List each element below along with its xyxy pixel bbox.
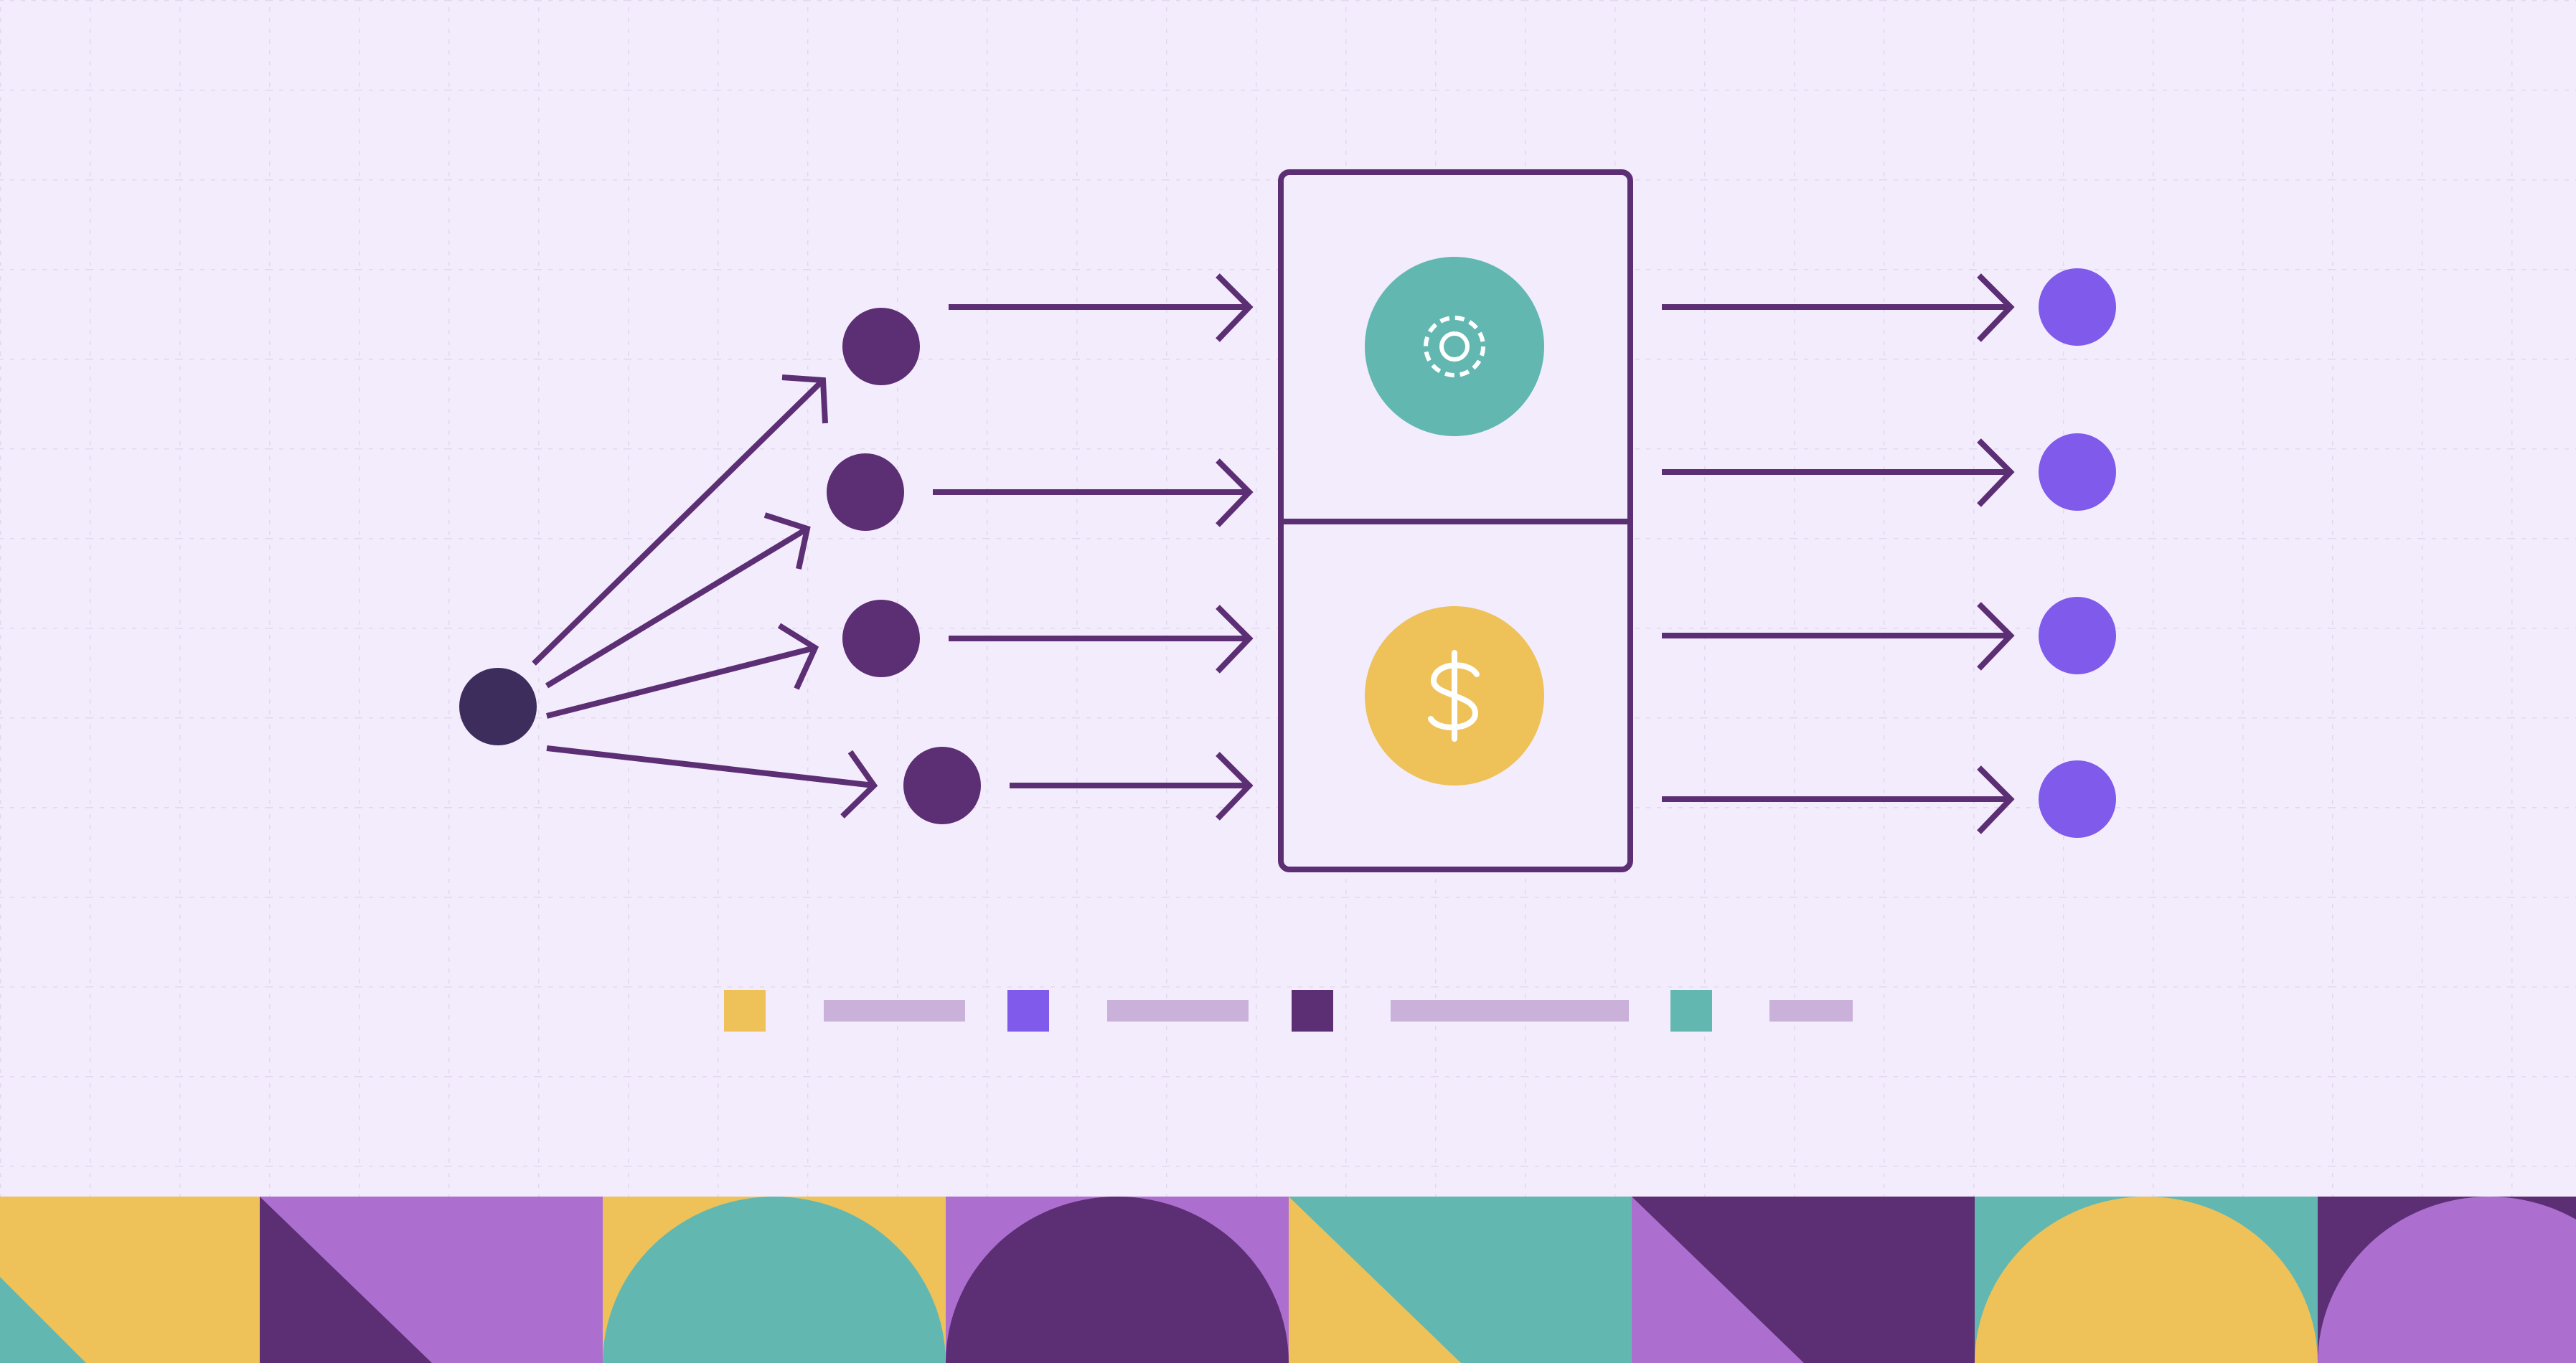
gear-circle bbox=[1365, 257, 1544, 436]
processor-box bbox=[1278, 169, 1633, 872]
arrow-middle-1-to-processor bbox=[949, 273, 1254, 342]
arrow-middle-2-to-processor bbox=[933, 458, 1254, 527]
arrow-source-to-middle-2 bbox=[545, 512, 811, 689]
legend-swatch-plum bbox=[1292, 990, 1333, 1032]
output-node-1 bbox=[2039, 268, 2116, 346]
legend-swatch-teal bbox=[1670, 990, 1712, 1032]
input-arrows bbox=[933, 273, 1254, 821]
arrow-source-to-middle-4 bbox=[546, 745, 878, 819]
arrow-middle-4-to-processor bbox=[1010, 752, 1254, 821]
legend-bar bbox=[1391, 1000, 1629, 1022]
middle-node-1 bbox=[842, 308, 920, 385]
arrow-middle-3-to-processor bbox=[949, 605, 1254, 674]
arrow-processor-to-output-1 bbox=[1662, 273, 2015, 342]
arrow-source-to-middle-1 bbox=[532, 374, 828, 666]
arrow-source-to-middle-3 bbox=[546, 623, 819, 719]
legend-swatch-yellow bbox=[724, 990, 766, 1032]
arrow-processor-to-output-4 bbox=[1662, 765, 2015, 834]
legend-swatch-violet bbox=[1007, 990, 1049, 1032]
output-node-2 bbox=[2039, 433, 2116, 511]
dollar-icon bbox=[1428, 650, 1480, 742]
middle-node-4 bbox=[903, 747, 981, 824]
gear-icon bbox=[1424, 316, 1485, 377]
output-node-3 bbox=[2039, 597, 2116, 674]
source-node bbox=[459, 668, 537, 745]
middle-node-3 bbox=[842, 600, 920, 677]
footer-pattern bbox=[0, 1197, 2576, 1363]
fan-out-arrows bbox=[532, 374, 878, 819]
legend-bar bbox=[824, 1000, 965, 1022]
arrow-processor-to-output-2 bbox=[1662, 438, 2015, 507]
legend bbox=[724, 990, 1853, 1032]
middle-nodes bbox=[827, 308, 981, 824]
output-arrows bbox=[1662, 273, 2015, 834]
output-node-4 bbox=[2039, 760, 2116, 838]
legend-bar bbox=[1107, 1000, 1249, 1022]
output-nodes bbox=[2039, 268, 2116, 838]
legend-bar bbox=[1769, 1000, 1853, 1022]
middle-node-2 bbox=[827, 453, 904, 531]
arrow-processor-to-output-3 bbox=[1662, 602, 2015, 671]
